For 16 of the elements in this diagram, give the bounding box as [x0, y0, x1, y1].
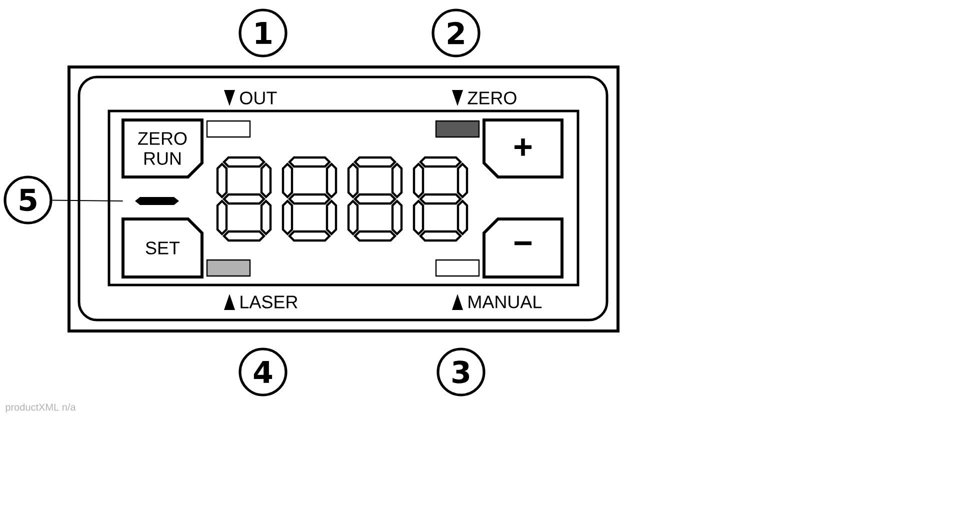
indicator-label: MANUAL: [452, 294, 542, 310]
minus-segment: [135, 197, 179, 205]
indicator-label: ZERO: [452, 90, 516, 106]
indicator-label: LASER: [224, 294, 298, 310]
callout-number: 3: [436, 348, 486, 396]
leader-line: [52, 200, 123, 202]
set-button: SET: [122, 218, 204, 278]
indicator-label: OUT: [224, 90, 277, 106]
footer-note: productXML n/a: [6, 403, 76, 413]
minus-button: −: [482, 218, 564, 278]
callout-number: 1: [238, 8, 288, 58]
callout-number: 4: [238, 348, 288, 396]
callout-number: 2: [432, 8, 480, 58]
zero-run-button: ZERO RUN: [122, 118, 204, 178]
callout-number: 5: [4, 176, 52, 224]
plus-button: +: [482, 118, 564, 178]
